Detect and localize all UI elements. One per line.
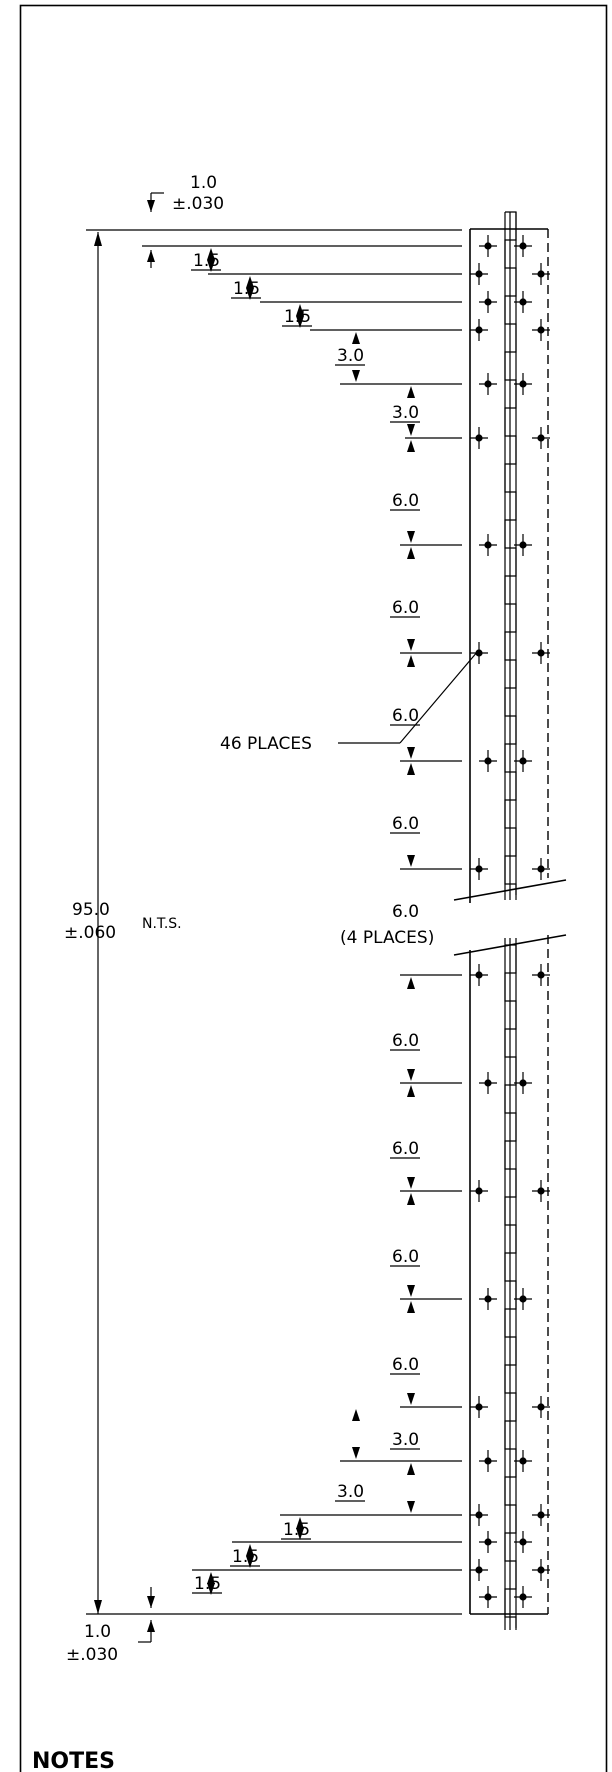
hole-mark [470, 1180, 488, 1202]
bottom-offset-tolerance: ±.030 [66, 1645, 118, 1665]
hole-mark [514, 1288, 532, 1310]
hole-mark [470, 1504, 488, 1526]
pitch-label: 6.0 [392, 1139, 419, 1159]
hole-mark [479, 1072, 497, 1094]
hole-mark [532, 642, 550, 664]
pitch-label: 1.5 [193, 251, 220, 271]
hole-mark [532, 1559, 550, 1581]
hole-mark [479, 373, 497, 395]
mounting-holes [470, 235, 550, 1608]
pitch-dimensions: 1.5 1.5 1.5 3.0 3.0 6.0 6.0 6.0 6.0 6.0 6.0 6.0 6.0 6… [191, 248, 462, 1595]
pitch-label: 6.0 [392, 598, 419, 618]
hole-mark [470, 427, 488, 449]
hinge-bottom-section [453, 934, 567, 1630]
top-offset-label: 1.0 [190, 173, 217, 193]
hole-mark [479, 291, 497, 313]
hole-mark [479, 235, 497, 257]
top-offset-tolerance: ±.030 [172, 194, 224, 214]
pitch-label: 6.0 [392, 1355, 419, 1375]
overall-dimension [86, 229, 462, 1615]
pitch-label: 6.0 [392, 706, 419, 726]
hole-mark [514, 373, 532, 395]
top-end-offset [142, 192, 462, 268]
hole-mark [479, 750, 497, 772]
pitch-label: 3.0 [337, 1482, 364, 1502]
hole-mark [479, 1531, 497, 1553]
hole-count-note: 46 PLACES [220, 734, 312, 754]
hole-mark [532, 1504, 550, 1526]
pitch-label: 6.0 [392, 1247, 419, 1267]
pitch-label: 6.0 [392, 491, 419, 511]
hole-mark [479, 1288, 497, 1310]
hole-mark [532, 964, 550, 986]
hole-mark [479, 1586, 497, 1608]
bottom-offset-label: 1.0 [84, 1622, 111, 1642]
bottom-end-offset [138, 1587, 155, 1643]
hole-mark [470, 1559, 488, 1581]
break-line [453, 879, 567, 901]
pitch-label: 3.0 [337, 346, 364, 366]
pitch-label: 6.0 [392, 902, 419, 922]
scale-note: N.T.S. [142, 916, 182, 932]
hole-mark [470, 263, 488, 285]
hole-mark [479, 1450, 497, 1472]
hole-mark [514, 1450, 532, 1472]
hole-mark [514, 1586, 532, 1608]
hole-leader [338, 650, 479, 744]
hole-mark [532, 1396, 550, 1418]
hole-mark [514, 291, 532, 313]
hinge-knuckle [504, 211, 517, 895]
hole-mark [470, 964, 488, 986]
notes-heading: NOTES [32, 1749, 115, 1772]
overall-tolerance-label: ±.060 [64, 923, 116, 943]
pitch-label: 3.0 [392, 403, 419, 423]
pitch-label: 6.0 [392, 814, 419, 834]
hole-mark [479, 534, 497, 556]
pitch-label: 3.0 [392, 1430, 419, 1450]
hole-mark [470, 858, 488, 880]
pitch-label: 1.5 [232, 1547, 259, 1567]
hole-mark [514, 1531, 532, 1553]
hole-mark [514, 1072, 532, 1094]
hole-mark [532, 858, 550, 880]
hole-mark [532, 319, 550, 341]
pitch-label: 6.0 [392, 1031, 419, 1051]
hole-mark [470, 1396, 488, 1418]
hole-mark [514, 235, 532, 257]
hole-mark [514, 750, 532, 772]
hinge-top-section [453, 212, 567, 903]
drawing-border [19, 4, 608, 1772]
hole-mark [514, 534, 532, 556]
hole-mark [470, 642, 488, 664]
repeat-note: (4 PLACES) [340, 928, 434, 948]
hole-mark [532, 427, 550, 449]
hole-mark [470, 319, 488, 341]
pitch-label: 1.5 [283, 1520, 310, 1540]
hole-mark [532, 1180, 550, 1202]
hole-mark [532, 263, 550, 285]
overall-length-label: 95.0 [72, 900, 110, 920]
hinge-knuckle [504, 944, 517, 1628]
